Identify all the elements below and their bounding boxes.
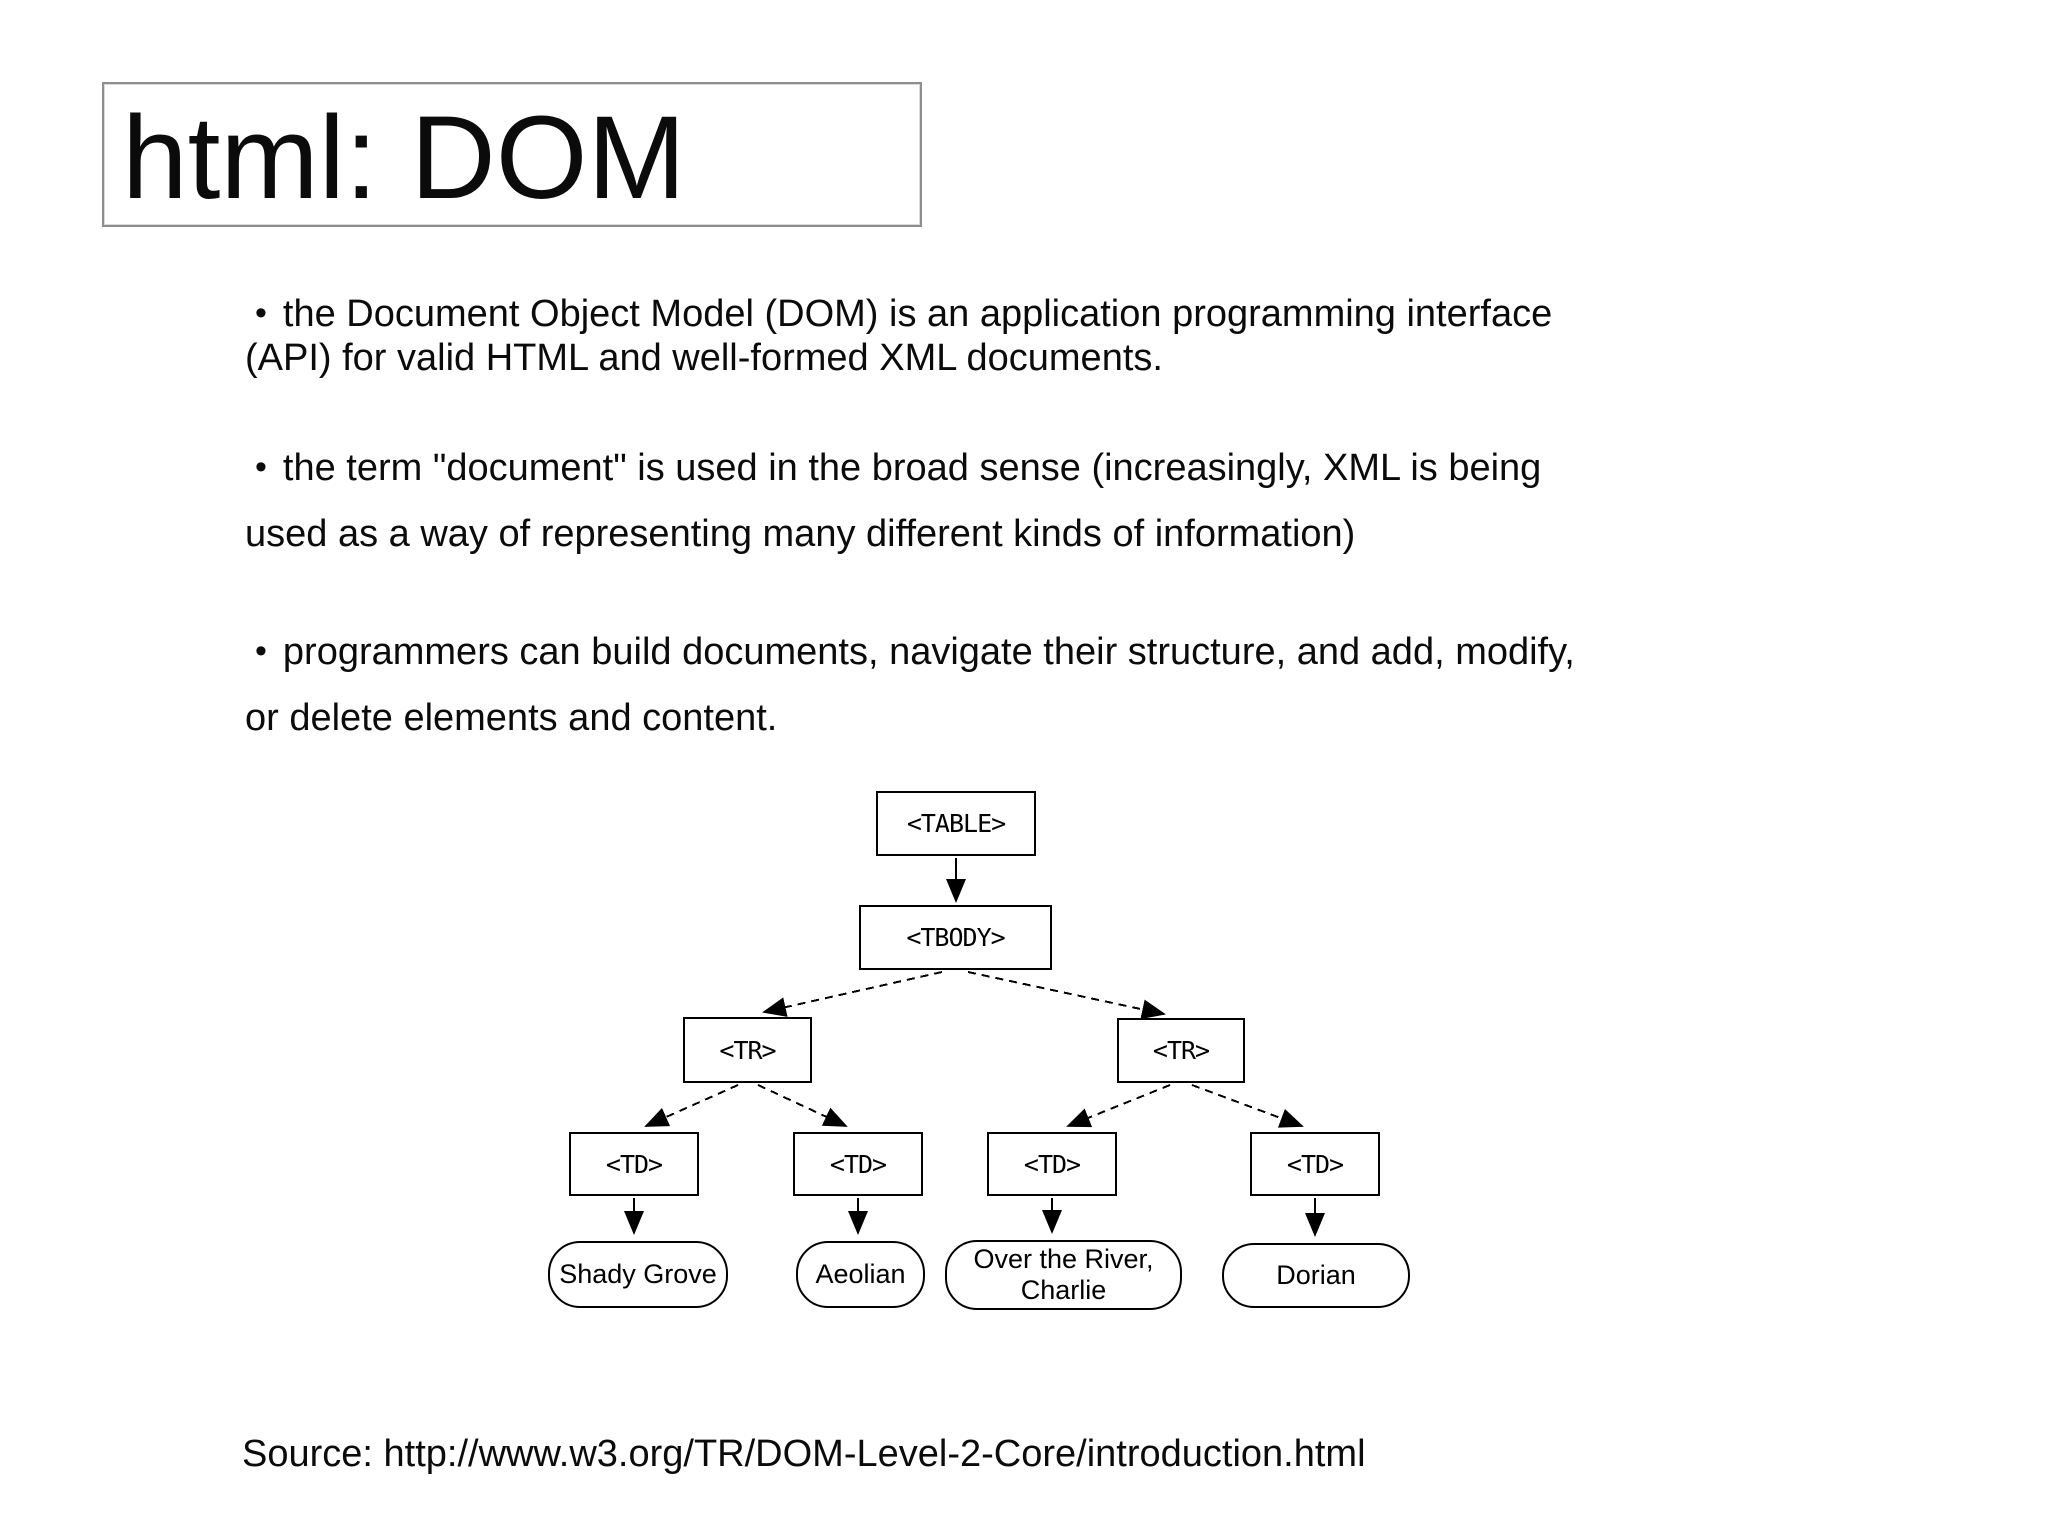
bullet-line: • programmers can build documents, naviga… <box>245 619 1745 685</box>
tree-edges <box>624 858 1325 1237</box>
node-td-1: <TD> <box>569 1132 699 1196</box>
bullet-text: or delete elements and content. <box>245 697 778 739</box>
node-td-4: <TD> <box>1250 1132 1380 1196</box>
title-box: html: DOM <box>102 82 922 227</box>
dom-tree-diagram: <TABLE> <TBODY> <TR> <TR> <TD> <TD> <TD>… <box>540 780 1440 1340</box>
bullet-text: used as a way of representing many diffe… <box>245 513 1356 555</box>
leaf-dorian: Dorian <box>1222 1243 1410 1308</box>
node-td-2: <TD> <box>793 1132 923 1196</box>
node-tr-right: <TR> <box>1117 1018 1245 1083</box>
bullet-item-3: • programmers can build documents, naviga… <box>245 619 1745 751</box>
page-title: html: DOM <box>122 92 686 224</box>
edge-tbody-tr-left <box>762 971 943 1017</box>
bullet-text: programmers can build documents, navigat… <box>282 631 1575 673</box>
bullet-text: (API) for valid HTML and well-formed XML… <box>245 337 1163 379</box>
leaf-over-the-river-charlie: Over the River, Charlie <box>945 1240 1182 1310</box>
edge-tr-td3 <box>1066 1084 1171 1128</box>
edge-tr-td2 <box>757 1084 848 1127</box>
bullet-glyph: • <box>255 294 267 332</box>
bullet-text: the term "document" is used in the broad… <box>282 447 1542 489</box>
bullet-item-1: • the Document Object Model (DOM) is an a… <box>245 292 1745 380</box>
leaf-text-line: Charlie <box>1020 1275 1107 1305</box>
bullet-glyph: • <box>255 448 267 486</box>
edge-tr-td1 <box>644 1084 739 1127</box>
leaf-text-line: Over the River, <box>973 1244 1154 1274</box>
node-tbody: <TBODY> <box>859 905 1052 970</box>
edge-tbody-tr-right <box>967 971 1166 1020</box>
bullet-line: • the term "document" is used in the broa… <box>245 435 1745 501</box>
bullet-item-2: • the term "document" is used in the broa… <box>245 435 1745 567</box>
bullet-line: • the Document Object Model (DOM) is an a… <box>245 292 1745 336</box>
leaf-aeolian: Aeolian <box>796 1241 925 1308</box>
source-citation: Source: http://www.w3.org/TR/DOM-Level-2… <box>242 1433 1366 1475</box>
leaf-shady-grove: Shady Grove <box>548 1241 728 1308</box>
node-td-3: <TD> <box>987 1132 1117 1196</box>
node-table: <TABLE> <box>876 791 1036 856</box>
node-tr-left: <TR> <box>683 1017 812 1083</box>
edge-tr-td4 <box>1191 1084 1304 1128</box>
bullet-glyph: • <box>255 632 267 670</box>
bullet-text: the Document Object Model (DOM) is an ap… <box>282 293 1553 335</box>
